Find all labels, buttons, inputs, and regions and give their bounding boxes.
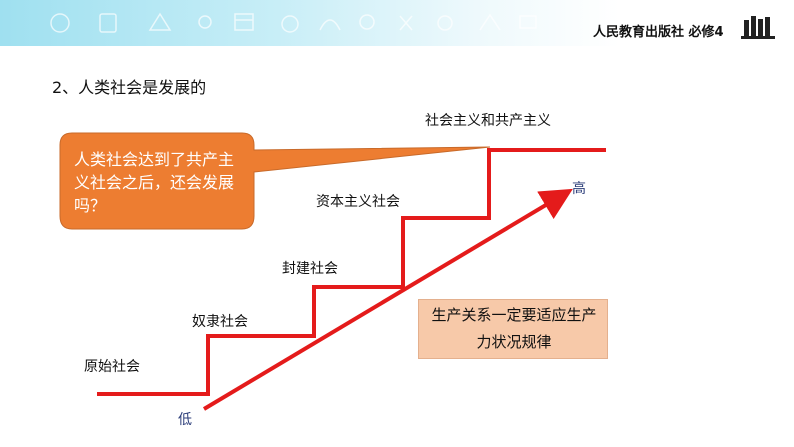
question-callout-shape: [59, 132, 491, 230]
books-icon: [741, 16, 775, 39]
stage-label-slave: 奴隶社会: [192, 314, 248, 330]
stage-label-primitive: 原始社会: [84, 359, 140, 375]
header-bar: [0, 0, 794, 46]
staircase-line: [97, 148, 606, 396]
question-callout-text: 人类社会达到了共产主义社会之后，还会发展吗？: [74, 150, 235, 215]
law-box: [418, 299, 608, 359]
header-decoration-icons: [50, 12, 537, 33]
arrow-start-label: 低: [178, 412, 192, 428]
stage-label-feudal: 封建社会: [282, 261, 338, 277]
section-title: 2、人类社会是发展的: [52, 78, 207, 97]
publisher-label: 人民教育出版社 必修4: [593, 25, 724, 40]
progress-arrow: [202, 188, 573, 411]
arrow-end-label: 高: [572, 181, 586, 197]
law-text: 生产关系一定要适应生产力状况规律: [431, 306, 597, 351]
stage-label-socialist: 社会主义和共产主义: [425, 113, 551, 129]
stage-label-capitalist: 资本主义社会: [316, 194, 400, 210]
